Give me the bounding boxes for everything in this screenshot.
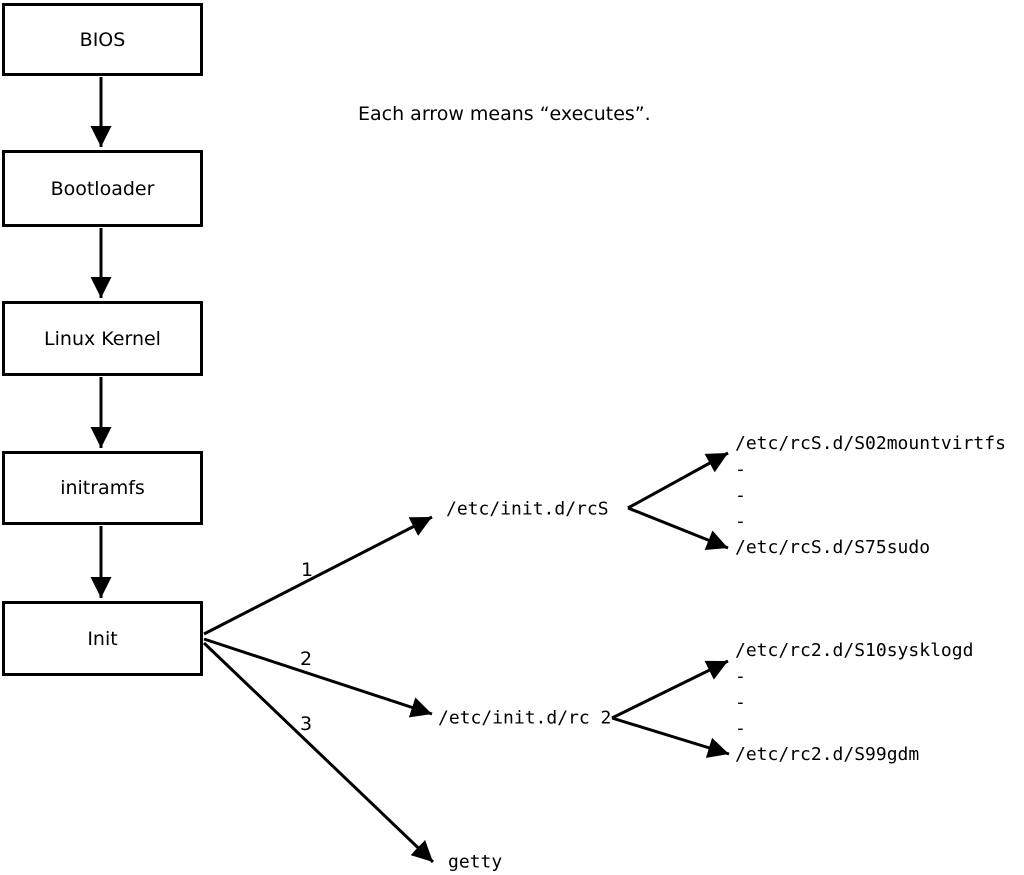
- target-getty-label: getty: [448, 851, 503, 873]
- target-rcs-label: /etc/init.d/rcS: [446, 498, 609, 520]
- rcs-script-placeholder: -: [735, 459, 746, 480]
- node-bios: BIOS: [2, 3, 203, 76]
- branch-number-1: 1: [300, 559, 314, 581]
- rcs-script-list: /etc/rcS.d/S02mountvirtfs - - - /etc/rcS…: [735, 431, 1006, 561]
- arrow-init-to-rcs: [203, 515, 433, 636]
- rcs-script-placeholder: -: [735, 511, 746, 532]
- node-bios-label: BIOS: [79, 28, 126, 51]
- rcs-script-item: /etc/rcS.d/S75sudo: [735, 537, 931, 558]
- rc2-script-list: /etc/rc2.d/S10sysklogd - - - /etc/rc2.d/…: [735, 638, 973, 768]
- node-init: Init: [2, 601, 203, 676]
- arrow-rcs-to-s75sudo: [627, 506, 729, 550]
- arrow-rc2-to-s10sysklogd: [611, 659, 729, 720]
- node-bootloader: Bootloader: [2, 150, 203, 227]
- legend-text: Each arrow means “executes”.: [358, 103, 651, 125]
- target-rc2-label: /etc/init.d/rc 2: [438, 707, 612, 729]
- branch-number-2: 2: [299, 648, 313, 670]
- arrow-rc2-to-s99gdm: [611, 716, 730, 758]
- rc2-script-item: /etc/rc2.d/S99gdm: [735, 744, 920, 765]
- rcs-script-placeholder: -: [735, 485, 746, 506]
- node-init-label: Init: [87, 627, 118, 650]
- node-linux-kernel-label: Linux Kernel: [44, 327, 161, 350]
- arrow-rcs-to-s02mountvirtfs: [627, 451, 729, 510]
- rc2-script-placeholder: -: [735, 666, 746, 687]
- branch-number-3: 3: [299, 713, 313, 735]
- rc2-script-placeholder: -: [735, 692, 746, 713]
- rcs-script-item: /etc/rcS.d/S02mountvirtfs: [735, 433, 1006, 454]
- arrow-init-to-getty: [202, 641, 435, 864]
- rc2-script-item: /etc/rc2.d/S10sysklogd: [735, 640, 974, 661]
- node-linux-kernel: Linux Kernel: [2, 301, 203, 376]
- arrow-init-to-rc2: [203, 637, 433, 718]
- node-initramfs-label: initramfs: [60, 477, 145, 499]
- node-bootloader-label: Bootloader: [50, 177, 155, 200]
- rc2-script-placeholder: -: [735, 718, 746, 739]
- node-initramfs: initramfs: [2, 451, 203, 525]
